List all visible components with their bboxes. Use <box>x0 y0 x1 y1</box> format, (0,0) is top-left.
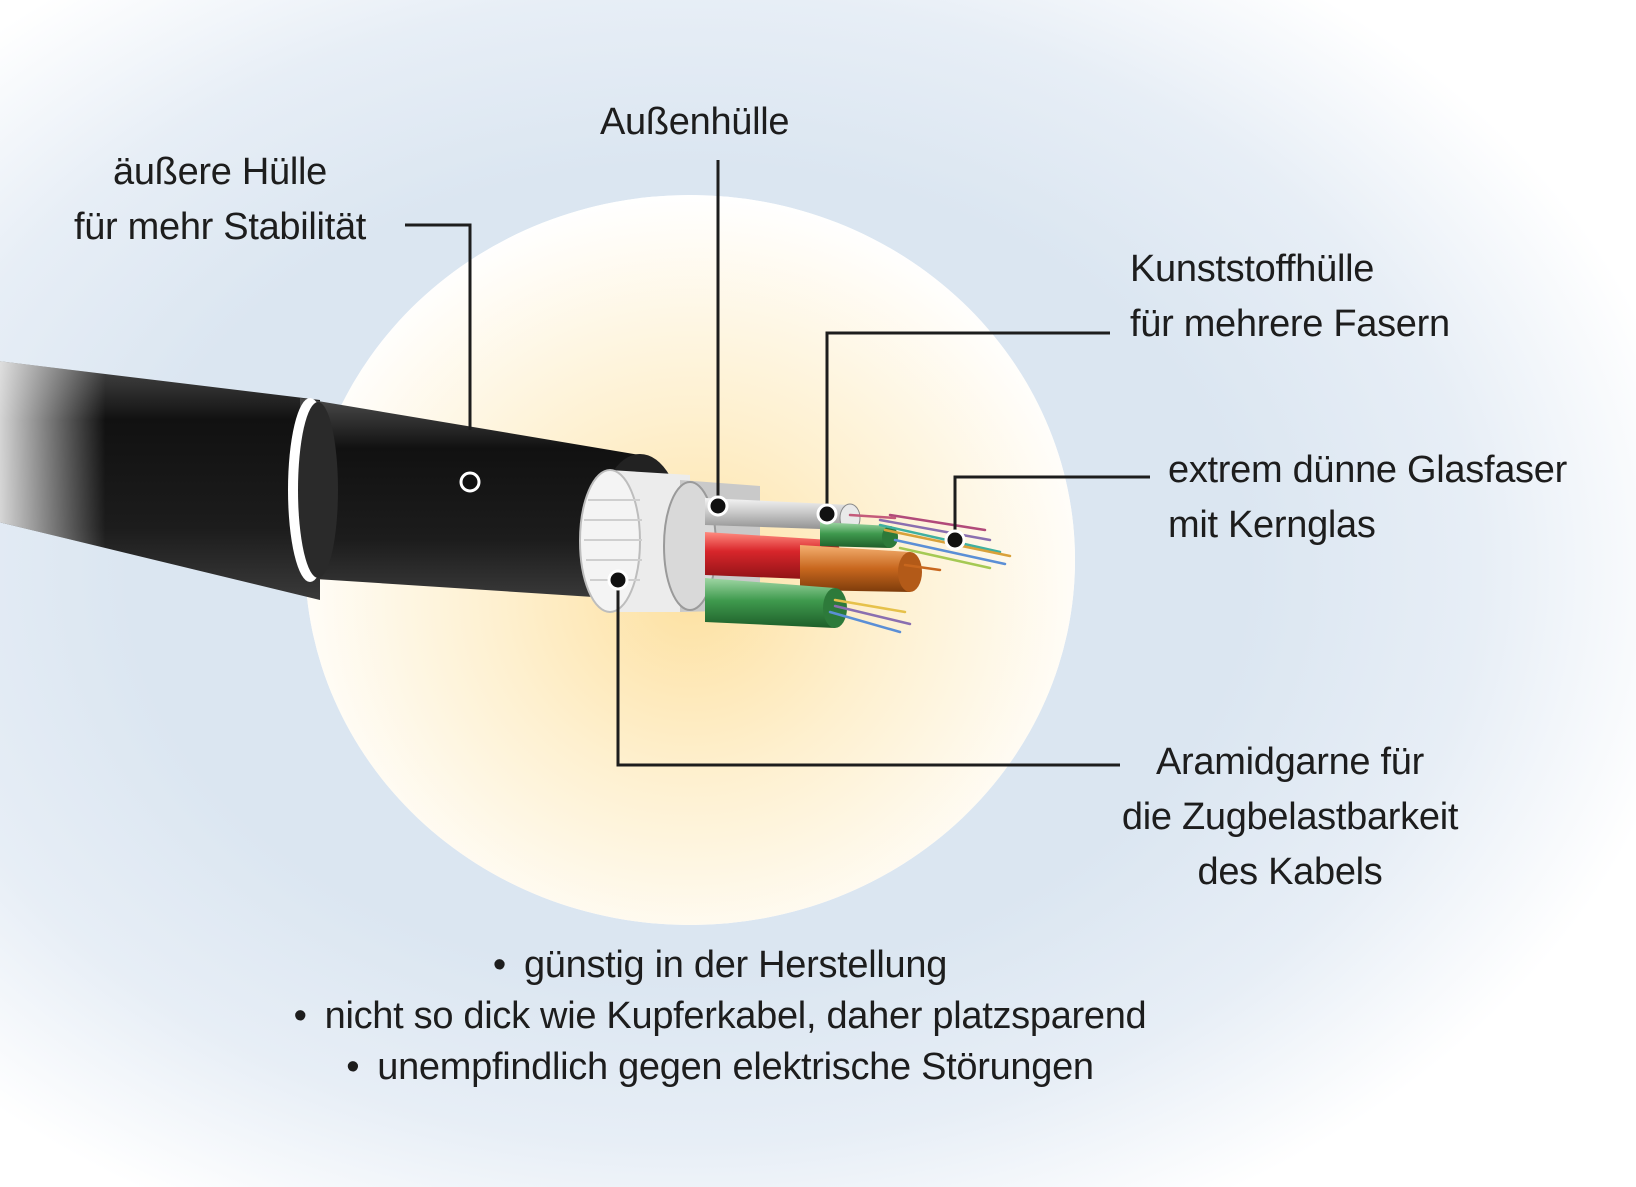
marker-aramid <box>607 569 629 591</box>
list-item: •unempfindlich gegen elektrische Störung… <box>0 1042 1440 1093</box>
label-outer-sheath: äußere Hülle für mehr Stabilität <box>73 151 367 248</box>
marker-plastic-sheath <box>816 503 838 525</box>
bullet-icon: • <box>293 995 307 1037</box>
leader-outer-sheath <box>405 223 472 430</box>
marker-outer-sheath <box>459 471 481 493</box>
buffer-tubes <box>705 498 922 628</box>
leader-plastic-sheath <box>825 331 1110 508</box>
feature-list: •günstig in der Herstellung •nicht so di… <box>0 940 1440 1093</box>
label-aussenhuelle: Außenhülle <box>600 101 790 143</box>
leader-lines <box>405 160 1150 767</box>
label-glass-fiber: extrem dünne Glasfaser mit Kernglas <box>1168 449 1567 546</box>
leader-aramid <box>616 585 1120 767</box>
bullet-icon: • <box>492 944 506 986</box>
markers <box>459 471 966 591</box>
marker-glass-fiber <box>944 529 966 551</box>
list-item: •günstig in der Herstellung <box>0 940 1440 991</box>
bullet-icon: • <box>346 1046 360 1088</box>
label-plastic-sheath: Kunststoffhülle für mehrere Fasern <box>1130 248 1450 345</box>
leader-glass-fiber <box>953 475 1150 535</box>
cable-jacket <box>0 361 682 602</box>
list-item: •nicht so dick wie Kupferkabel, daher pl… <box>0 991 1440 1042</box>
label-aramid: Aramidgarne für die Zugbelastbarkeit des… <box>1121 741 1459 893</box>
marker-aussenhuelle <box>707 495 729 517</box>
